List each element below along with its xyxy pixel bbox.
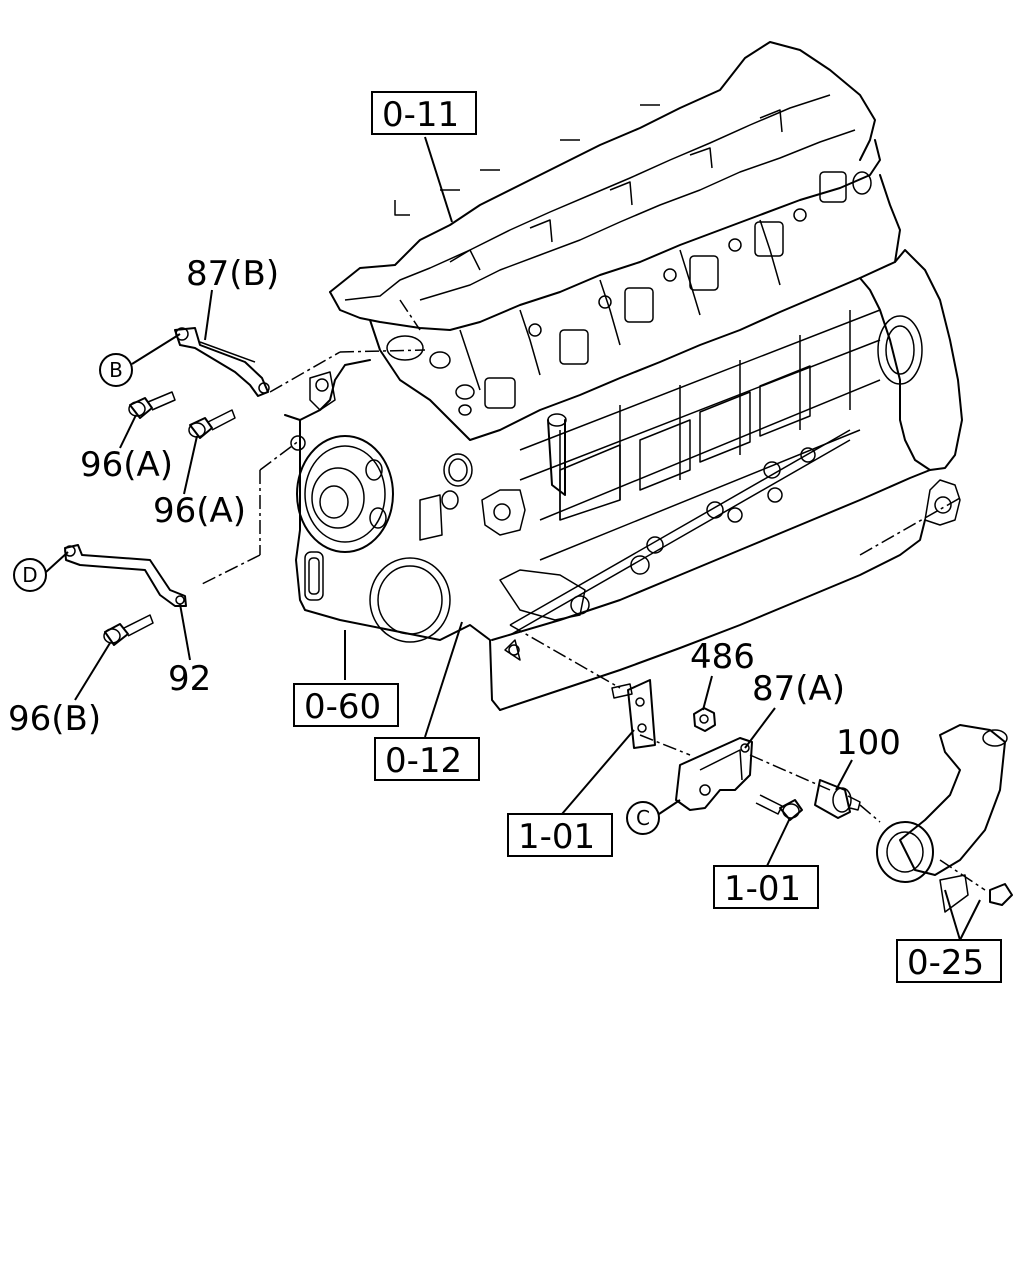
part-label-486: 486 <box>690 637 755 677</box>
ref-box-1-01-right: 1-01 <box>713 865 819 909</box>
cylinder-head-drawing <box>329 41 901 441</box>
circle-marker-c-label: C <box>636 806 650 830</box>
leader-lines <box>45 136 981 941</box>
part-label-96a-upper: 96(A) <box>80 445 173 485</box>
cylinder-block-drawing <box>284 249 963 711</box>
part-label-100: 100 <box>836 723 901 763</box>
ref-box-1-01-left-label: 1-01 <box>518 817 595 857</box>
part-label-96a-lower: 96(A) <box>153 491 246 531</box>
ref-box-1-01-right-label: 1-01 <box>724 869 801 909</box>
bracket-87b-drawing <box>174 327 270 397</box>
ref-box-0-11-label: 0-11 <box>382 95 459 135</box>
sensor-100 <box>814 779 861 819</box>
ref-box-1-01-left: 1-01 <box>507 813 613 857</box>
hose-0-25 <box>876 724 1013 913</box>
nut-486 <box>693 707 716 732</box>
ref-box-0-12-label: 0-12 <box>385 741 462 781</box>
ref-box-0-25: 0-25 <box>896 939 1002 983</box>
ref-box-0-12: 0-12 <box>374 737 480 781</box>
bracket-92-drawing <box>64 544 187 607</box>
bolt-1-01 <box>755 794 803 821</box>
circle-marker-b: B <box>99 353 133 387</box>
ref-box-0-60: 0-60 <box>293 683 399 727</box>
part-label-96b: 96(B) <box>8 699 101 739</box>
part-label-87b: 87(B) <box>186 254 279 294</box>
circle-marker-c: C <box>626 801 660 835</box>
bracket-87a <box>675 737 753 811</box>
circle-marker-d: D <box>13 558 47 592</box>
circle-marker-b-label: B <box>109 358 123 382</box>
ref-box-0-25-label: 0-25 <box>907 943 984 983</box>
stud-1-01 <box>611 679 656 749</box>
bolt-96b <box>103 614 154 646</box>
bolt-96a-upper <box>128 391 176 419</box>
ref-box-0-60-label: 0-60 <box>304 687 381 727</box>
ref-box-0-11: 0-11 <box>371 91 477 135</box>
bolt-96a-lower <box>188 409 236 439</box>
part-label-92: 92 <box>168 659 211 699</box>
circle-marker-d-label: D <box>22 563 37 587</box>
part-label-87a: 87(A) <box>752 669 845 709</box>
